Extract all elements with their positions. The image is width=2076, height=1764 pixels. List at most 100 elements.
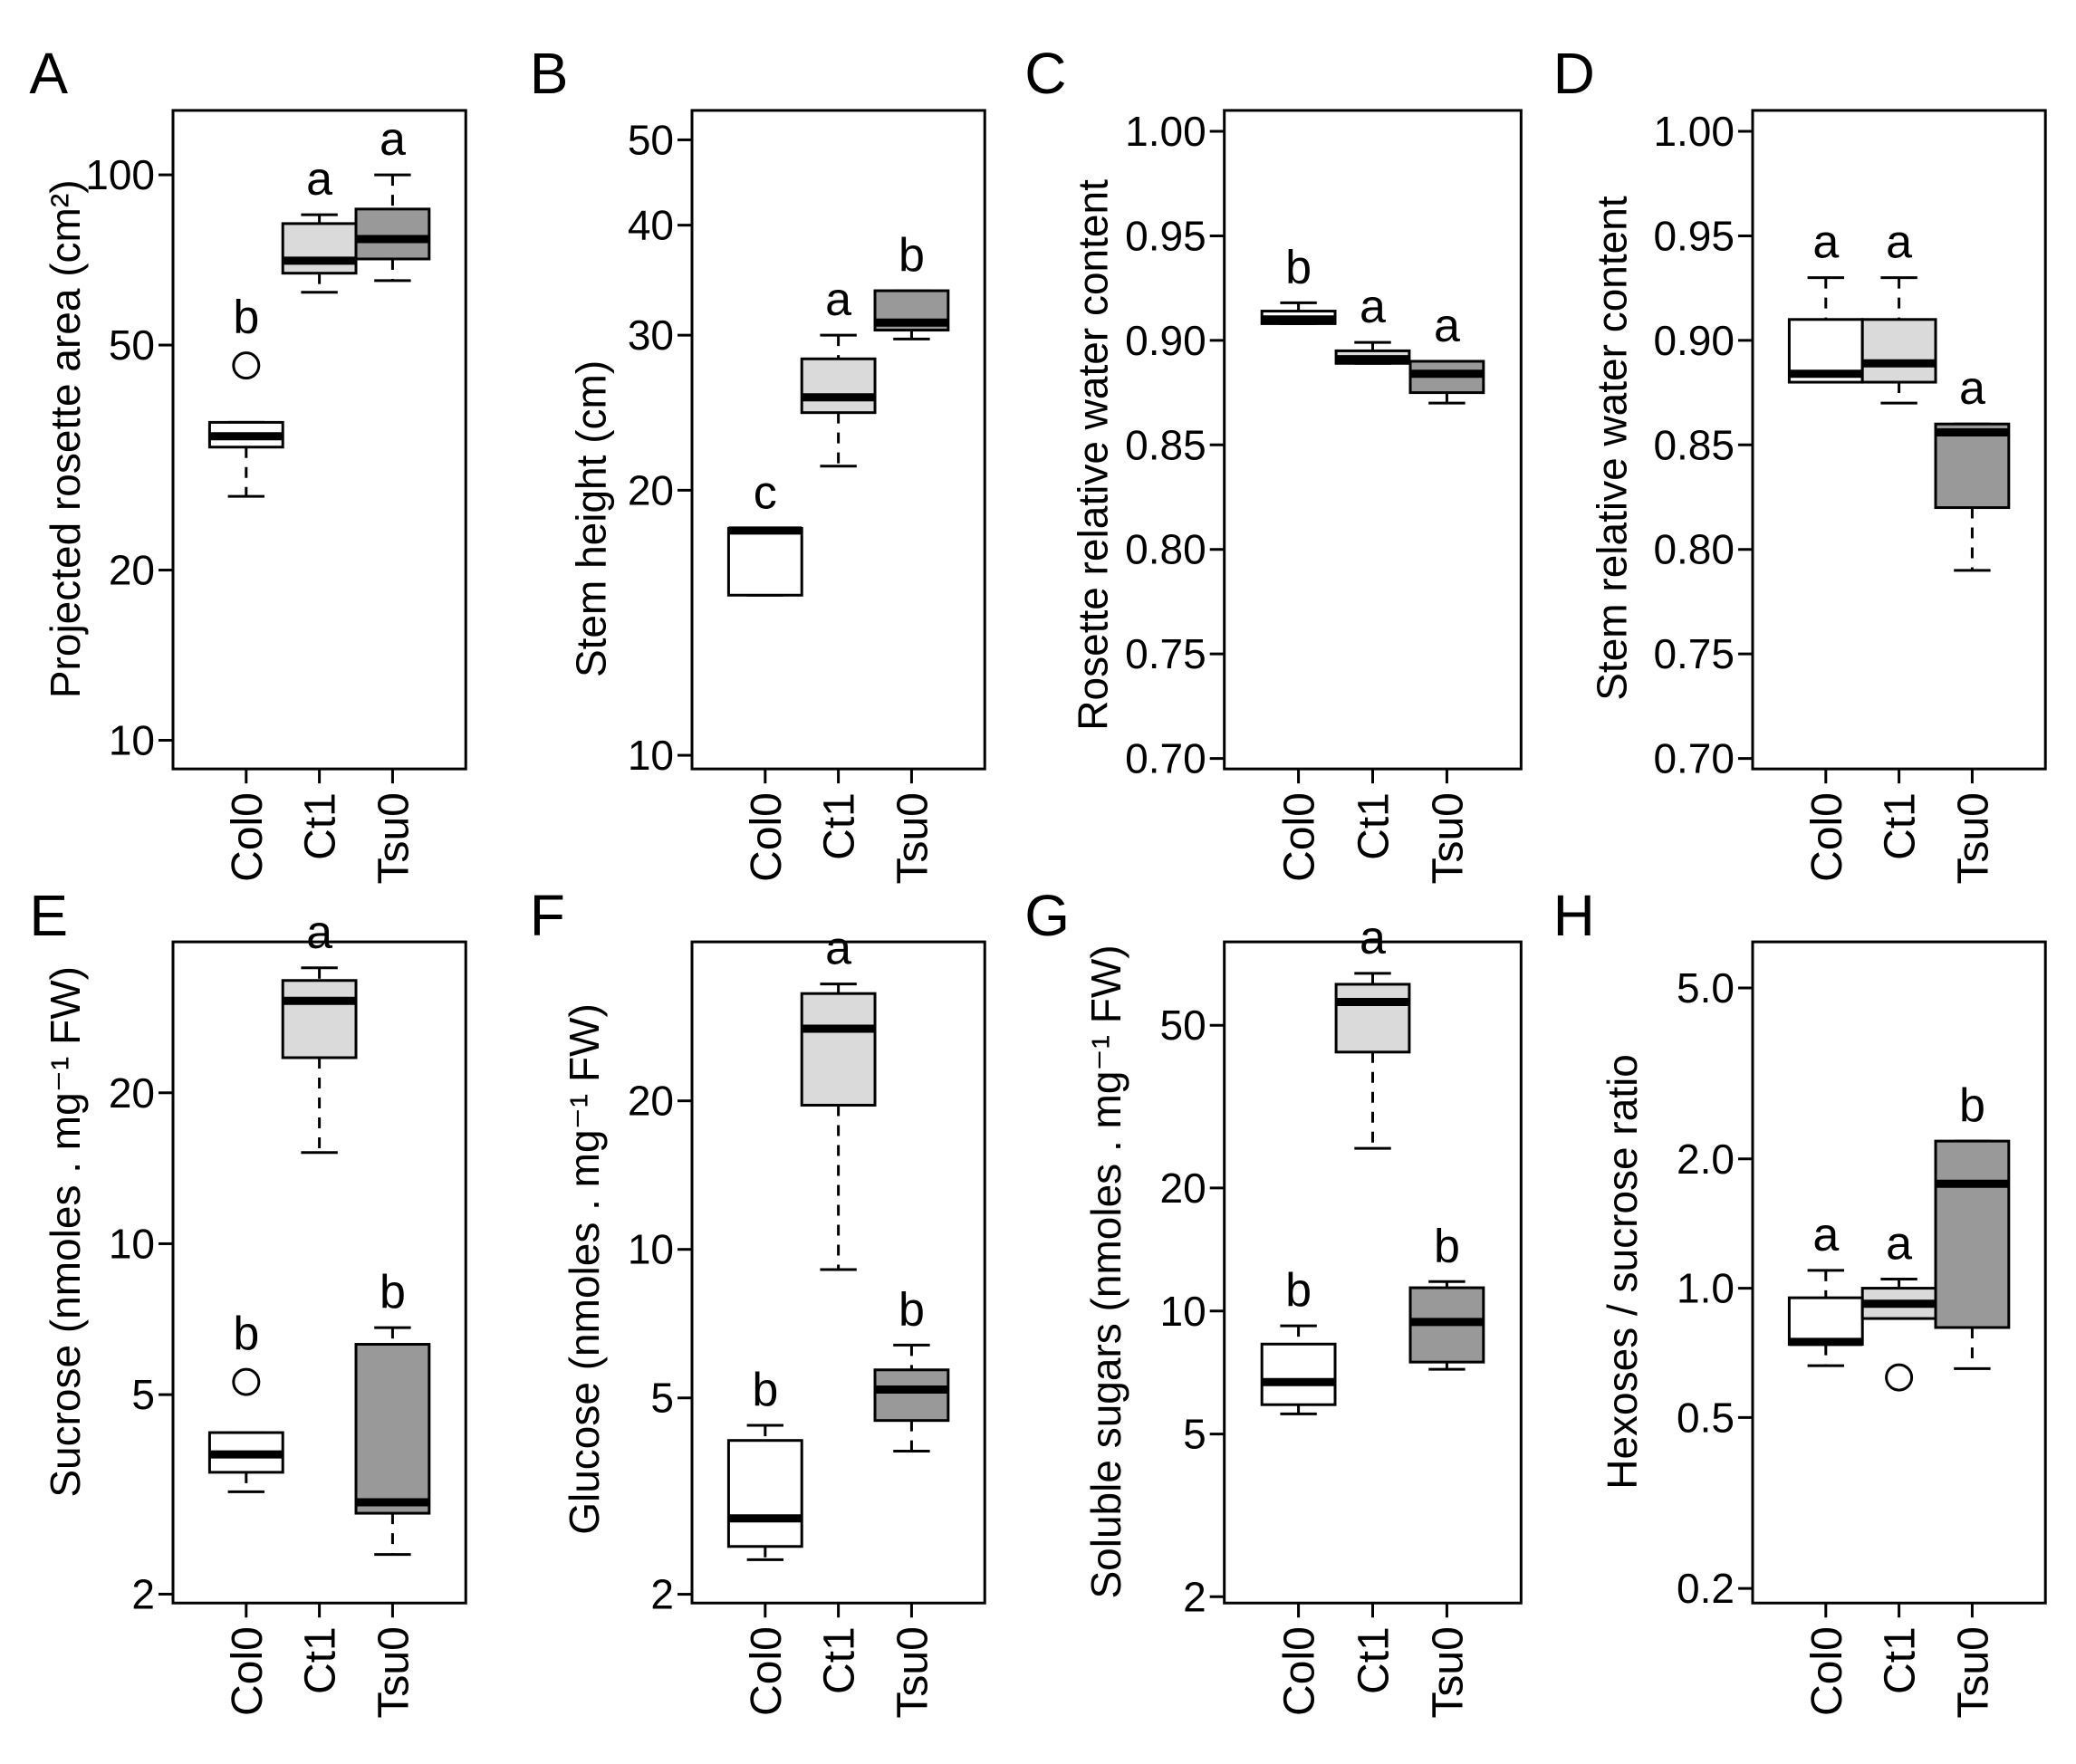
y-tick-label: 10 bbox=[628, 1226, 674, 1273]
x-category-label: Ct1 bbox=[816, 792, 864, 860]
significance-letter: b bbox=[380, 1266, 406, 1318]
significance-letter: a bbox=[1360, 912, 1386, 964]
x-category-label: Col0 bbox=[1276, 1626, 1324, 1716]
significance-letter: a bbox=[380, 113, 406, 166]
y-tick-label: 10 bbox=[1160, 1288, 1206, 1335]
significance-letter: a bbox=[1886, 216, 1912, 269]
x-category-label: Col0 bbox=[743, 1626, 791, 1716]
significance-letter: b bbox=[1959, 1079, 1985, 1132]
y-tick-label: 2 bbox=[1183, 1573, 1206, 1620]
panel-letter: A bbox=[29, 41, 68, 106]
y-tick-label: 0.75 bbox=[1653, 630, 1735, 677]
x-category-label: Tsu0 bbox=[889, 792, 937, 884]
outlier-point bbox=[1885, 1363, 1914, 1392]
box-col0: b bbox=[1260, 1264, 1337, 1415]
x-category-label: Tsu0 bbox=[370, 792, 418, 884]
y-tick-label: 100 bbox=[85, 151, 155, 198]
significance-letter: a bbox=[1812, 216, 1839, 269]
y-axis-title: Projected rosette area (cm²) bbox=[42, 179, 89, 698]
box-tsu0: a bbox=[354, 113, 431, 283]
x-category-label: Col0 bbox=[224, 1626, 272, 1716]
x-category-label: Col0 bbox=[1276, 792, 1324, 882]
box-iqr bbox=[354, 207, 431, 261]
box-col0: c bbox=[726, 467, 803, 597]
y-tick-label: 5 bbox=[131, 1371, 155, 1418]
panel-letter: F bbox=[530, 883, 565, 948]
box-col0: b bbox=[207, 292, 284, 498]
box-iqr bbox=[1860, 318, 1937, 384]
y-tick-label: 1.00 bbox=[1125, 108, 1206, 155]
significance-letter: a bbox=[825, 923, 851, 975]
panel-letter: C bbox=[1024, 41, 1066, 106]
significance-letter: b bbox=[1285, 1264, 1312, 1317]
box-tsu0: b bbox=[873, 1283, 950, 1453]
x-category-label: Tsu0 bbox=[1424, 1626, 1472, 1718]
significance-letter: b bbox=[899, 1283, 925, 1336]
y-tick-label: 1.0 bbox=[1677, 1265, 1735, 1312]
box-ct1: a bbox=[800, 273, 877, 468]
panel-letter: B bbox=[530, 41, 569, 106]
y-tick-label: 10 bbox=[109, 717, 155, 764]
box-tsu0: b bbox=[1408, 1220, 1485, 1371]
y-axis-title: Stem height (cm) bbox=[568, 360, 615, 677]
x-category-label: Col0 bbox=[743, 792, 791, 882]
x-category-label: Ct1 bbox=[1877, 1626, 1925, 1694]
y-tick-label: 40 bbox=[628, 202, 674, 249]
y-tick-label: 0.80 bbox=[1125, 526, 1206, 573]
x-category-label: Col0 bbox=[1803, 792, 1851, 882]
box-col0: b bbox=[1260, 241, 1337, 325]
y-tick-label: 20 bbox=[109, 1069, 155, 1117]
panel-letter: D bbox=[1553, 41, 1595, 106]
significance-letter: a bbox=[306, 153, 332, 206]
y-tick-label: 20 bbox=[628, 1078, 674, 1125]
box-iqr bbox=[281, 979, 358, 1059]
y-tick-label: 0.95 bbox=[1125, 212, 1206, 259]
y-axis-title: Sucrose (nmoles . mg⁻¹ FW) bbox=[42, 966, 89, 1498]
x-category-label: Tsu0 bbox=[1424, 792, 1472, 884]
panel-letter: G bbox=[1024, 883, 1070, 948]
y-axis-title: Rosette relative water content bbox=[1069, 179, 1116, 731]
y-tick-label: 10 bbox=[109, 1220, 155, 1267]
box-iqr bbox=[1787, 1296, 1864, 1347]
box-col0: a bbox=[1787, 216, 1864, 384]
box-ct1: a bbox=[1334, 281, 1411, 365]
significance-letter: a bbox=[825, 273, 851, 326]
y-tick-label: 0.80 bbox=[1653, 526, 1735, 573]
box-iqr bbox=[1260, 1342, 1337, 1406]
significance-letter: c bbox=[754, 467, 777, 520]
y-tick-label: 5 bbox=[650, 1375, 674, 1422]
y-tick-label: 30 bbox=[628, 312, 674, 359]
significance-letter: a bbox=[1959, 362, 1985, 415]
y-tick-label: 5 bbox=[1183, 1411, 1206, 1458]
y-tick-label: 0.5 bbox=[1677, 1394, 1735, 1441]
y-tick-label: 20 bbox=[109, 547, 155, 594]
x-category-label: Tsu0 bbox=[1949, 1626, 1997, 1718]
box-ct1: a bbox=[800, 923, 877, 1271]
box-iqr bbox=[800, 357, 877, 415]
y-tick-label: 50 bbox=[109, 321, 155, 369]
box-iqr bbox=[873, 1368, 950, 1423]
y-tick-label: 50 bbox=[628, 116, 674, 163]
box-tsu0: b bbox=[873, 229, 950, 340]
x-category-label: Ct1 bbox=[1350, 1626, 1398, 1694]
box-ct1: a bbox=[1860, 1218, 1937, 1392]
significance-letter: b bbox=[233, 1308, 259, 1360]
y-tick-label: 10 bbox=[628, 732, 674, 779]
x-category-label: Col0 bbox=[224, 792, 272, 882]
significance-letter: a bbox=[1886, 1218, 1912, 1270]
y-axis-title: Stem relative water content bbox=[1588, 196, 1635, 701]
significance-letter: b bbox=[1285, 241, 1312, 293]
y-tick-label: 0.85 bbox=[1125, 421, 1206, 468]
box-iqr bbox=[1934, 422, 2011, 510]
box-iqr bbox=[281, 222, 358, 275]
box-iqr bbox=[800, 992, 877, 1107]
significance-letter: b bbox=[752, 1364, 778, 1416]
